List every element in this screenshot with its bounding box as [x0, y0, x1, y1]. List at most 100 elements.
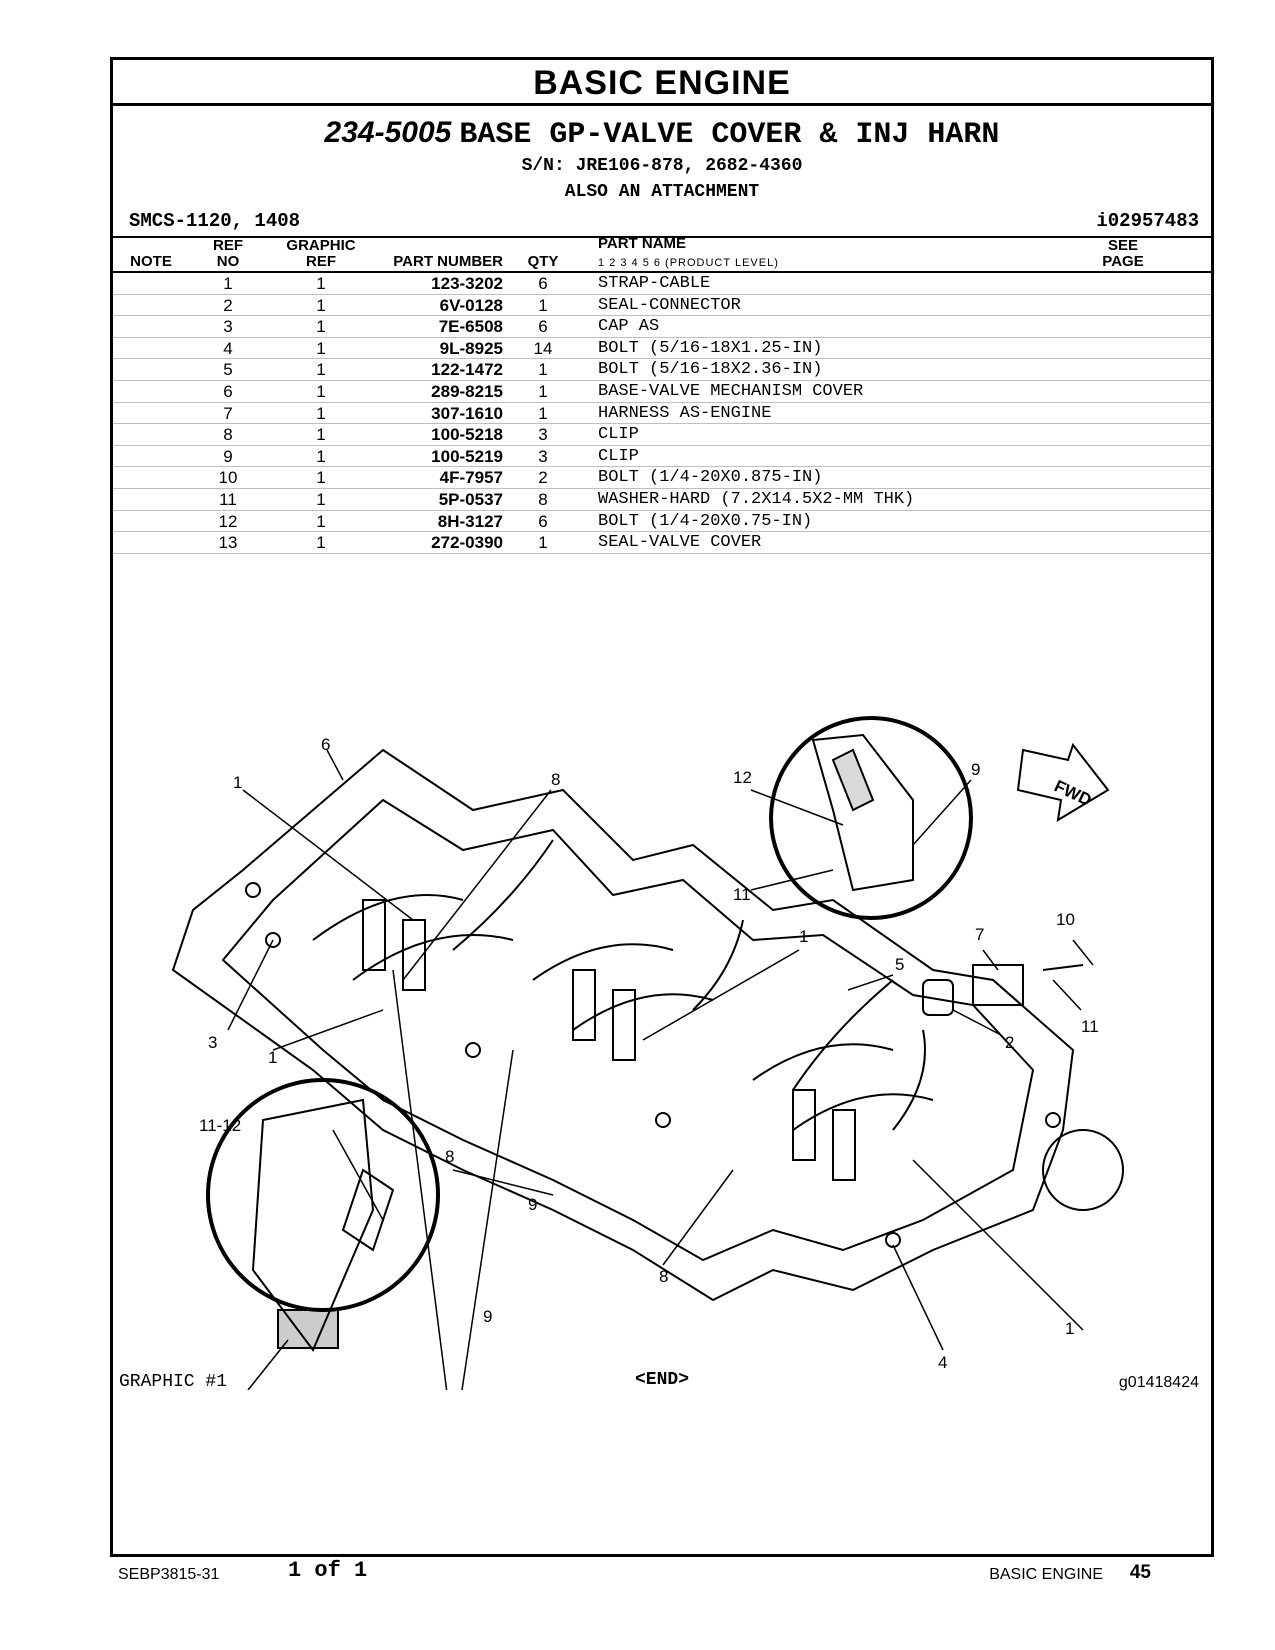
part-number-link[interactable]: 100-5219 — [431, 446, 503, 466]
quantity: 6 — [538, 274, 548, 293]
table-header-rule — [113, 271, 1211, 273]
part-number-link[interactable]: 289-8215 — [431, 381, 503, 401]
quantity: 1 — [538, 403, 548, 423]
callout-label: 8 — [659, 1267, 668, 1286]
quantity: 14 — [533, 338, 553, 358]
part-number-link[interactable]: 6V-0128 — [439, 295, 503, 315]
injector-6 — [832, 1109, 856, 1181]
header-ref-bottom: NO — [216, 253, 240, 270]
ref-number: 6 — [223, 381, 233, 401]
engine-end-housing — [1042, 1129, 1124, 1211]
part-number-link[interactable]: 123-3202 — [431, 274, 503, 293]
part-name: SEAL-CONNECTOR — [598, 295, 741, 315]
callout-label: 11 — [733, 885, 751, 904]
ref-number: 13 — [218, 533, 238, 553]
exploded-view-illustration: FWD 6 1 8 — [171, 716, 1124, 1390]
table-row: 13 1 272-0390 1 SEAL-VALVE COVER — [113, 532, 1211, 554]
part-name: WASHER-HARD (7.2X14.5X2-MM THK) — [598, 489, 915, 509]
ref-number: 2 — [223, 295, 233, 315]
part-number-link[interactable]: 4F-7957 — [439, 468, 503, 488]
quantity: 1 — [538, 533, 548, 553]
ref-number: 4 — [223, 338, 233, 358]
bolt-head — [465, 1042, 481, 1058]
ref-number: 1 — [223, 274, 233, 293]
injector-4 — [612, 989, 636, 1061]
part-name: STRAP-CABLE — [598, 274, 711, 293]
header-ref-top: REF — [213, 237, 243, 254]
footer-section: BASIC ENGINE — [989, 1566, 1103, 1583]
callout-label: 1 — [799, 927, 808, 946]
callout-label: 1 — [1065, 1319, 1074, 1338]
callout-label: 9 — [528, 1195, 537, 1214]
quantity: 6 — [538, 317, 548, 337]
graphic-ref: 1 — [316, 446, 326, 466]
part-number-link[interactable]: 100-5218 — [431, 425, 503, 445]
quantity: 1 — [538, 360, 548, 380]
ref-number: 8 — [223, 425, 233, 445]
harness-wires — [452, 839, 926, 1131]
header-product-level: 1 2 3 4 5 6 (PRODUCT LEVEL) — [598, 257, 779, 269]
quantity: 6 — [538, 511, 548, 531]
rocker-arm-lines — [312, 894, 934, 1131]
bolt-head — [245, 882, 261, 898]
part-number-link[interactable]: 7E-6508 — [438, 317, 503, 337]
part-name: SEAL-VALVE COVER — [598, 533, 762, 553]
smcs-code: SMCS-1120, 1408 — [129, 210, 301, 232]
part-number-link[interactable]: 8H-3127 — [437, 511, 503, 531]
connector-seal — [922, 979, 954, 1016]
part-name: BOLT (1/4-20X0.875-IN) — [598, 468, 823, 488]
group-name: BASE GP-VALVE COVER & INJ HARN — [459, 118, 1000, 152]
part-name: BOLT (5/16-18X1.25-IN) — [598, 338, 823, 358]
section-title: BASIC ENGINE — [113, 60, 1211, 106]
part-name: HARNESS AS-ENGINE — [598, 403, 772, 423]
part-number-link[interactable]: 272-0390 — [431, 533, 503, 553]
ref-number: 11 — [219, 489, 237, 509]
part-number-link[interactable]: 307-1610 — [431, 403, 503, 423]
callout-label: 8 — [445, 1147, 454, 1166]
quantity: 3 — [538, 446, 548, 466]
footer-doc-number: SEBP3815-31 — [118, 1566, 220, 1583]
part-number-link[interactable]: 9L-8925 — [439, 338, 503, 358]
detail-lower-seal — [277, 1309, 339, 1349]
quantity: 1 — [538, 381, 548, 401]
group-part-number[interactable]: 234-5005 — [324, 116, 452, 149]
table-row: 6 1 289-8215 1 BASE-VALVE MECHANISM COVER — [113, 381, 1211, 403]
bolt-head — [265, 932, 281, 948]
callout-label: 1 — [233, 773, 242, 792]
part-name: BASE-VALVE MECHANISM COVER — [598, 381, 864, 401]
footer-page-of: 1 of 1 — [288, 1558, 368, 1583]
graphic-ref: 1 — [316, 381, 326, 401]
quantity: 3 — [538, 425, 548, 445]
graphic-ref: 1 — [316, 533, 326, 553]
graphic-label: GRAPHIC #1 — [119, 1372, 228, 1392]
connector-bolt — [1042, 964, 1084, 971]
ref-number: 9 — [223, 446, 233, 466]
graphic-ref: 1 — [316, 295, 326, 315]
part-number-link[interactable]: 122-1472 — [431, 360, 503, 380]
detail-circle-upper — [769, 716, 973, 920]
graphic-ref: 1 — [316, 360, 326, 380]
callout-label: 11 — [1081, 1017, 1099, 1036]
header-part-number: PART NUMBER — [393, 253, 503, 270]
injector-1 — [362, 899, 386, 971]
illustration-id: i02957483 — [1096, 210, 1199, 232]
graphic-ref: 1 — [316, 489, 326, 509]
part-name: BOLT (1/4-20X0.75-IN) — [598, 511, 813, 531]
end-marker: <END> — [634, 1370, 689, 1390]
callout-label: 8 — [551, 770, 560, 789]
serial-numbers: S/N: JRE106-878, 2682-4360 — [521, 156, 803, 176]
ref-number: 10 — [218, 468, 238, 488]
part-number-link[interactable]: 5P-0537 — [438, 489, 503, 509]
injector-5 — [792, 1089, 816, 1161]
callout-label: 5 — [895, 955, 904, 974]
